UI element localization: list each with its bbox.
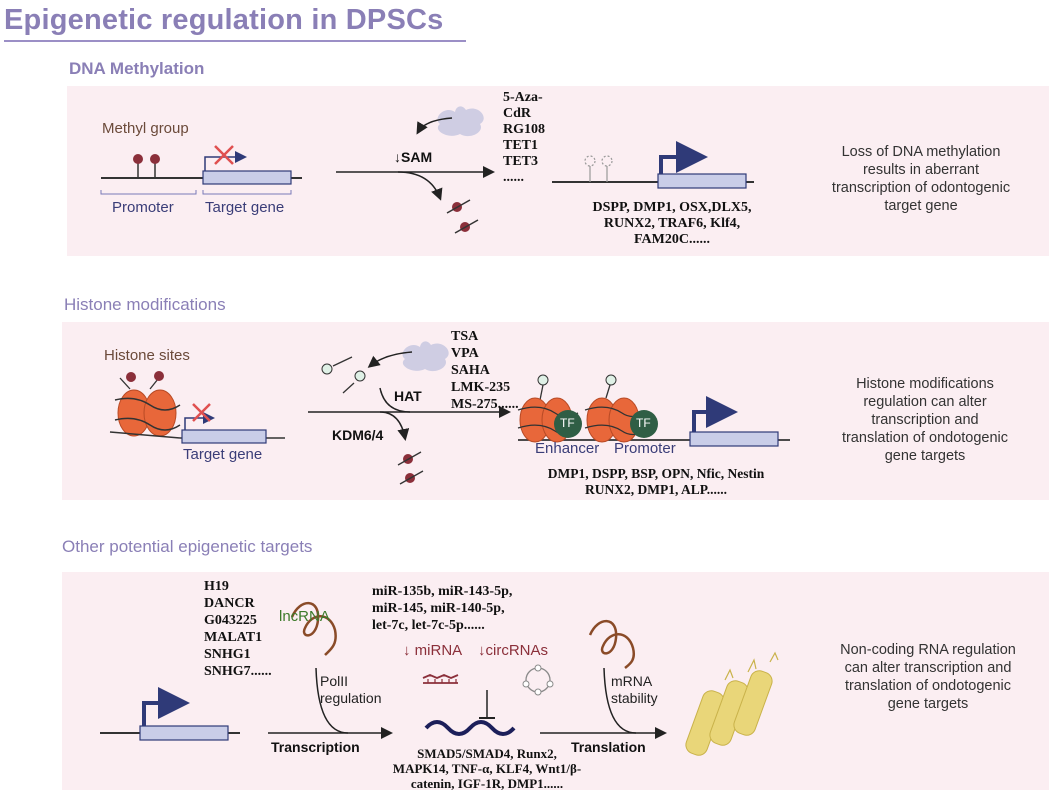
tf-circle (554, 410, 582, 438)
sam-label: ↓SAM (394, 149, 433, 165)
target-gene-box (202, 170, 292, 185)
sam-reaction (336, 106, 495, 234)
mirna-label: ↓ miRNA (403, 642, 463, 659)
histone-reaction (308, 341, 511, 485)
dna-methylation-heading: DNA Methylation (69, 59, 205, 78)
enhancer-label: Enhancer (535, 440, 600, 457)
block-x-icon (192, 403, 211, 422)
circrna-label: ↓circRNAs (478, 642, 548, 659)
mrna-stability-label: mRNA stability (611, 673, 658, 706)
circrna-icon (525, 667, 551, 693)
histone-drugs: TSA VPA SAHA LMK-235 MS-275...... (451, 329, 519, 412)
lncrna-label: lncRNA (279, 608, 330, 625)
demethylated-gene (552, 141, 754, 189)
translation-arrow (540, 619, 667, 739)
promoter-label: Promoter (112, 199, 174, 216)
mirna-block (422, 664, 554, 736)
polii-regulation-label: PolII regulation (320, 673, 382, 706)
mirna-list: miR-135b, miR-143-5p, miR-145, miR-140-5… (372, 584, 513, 633)
other-summary: Non-coding RNA regulation can alter tran… (840, 642, 1016, 712)
methylation-genes: DSPP, DMP1, OSX,DLX5, RUNX2, TRAF6, Klf4… (592, 200, 752, 247)
target-gene-label: Target gene (205, 199, 285, 216)
tf-circle (630, 410, 658, 438)
ncrna-targets: SMAD5/SMAD4, Runx2, MAPK14, TNF-α, KLF4,… (392, 746, 582, 791)
histone-heading: Histone modifications (64, 295, 226, 314)
transcription-arrow (268, 601, 393, 739)
methylation-drugs: 5-Aza- CdR RG108 TET1 TET3 ...... (503, 90, 545, 185)
other-targets-heading: Other potential epigenetic targets (62, 537, 313, 556)
mrna-squiggle (588, 619, 635, 669)
histone-active (517, 374, 790, 447)
hat-label: HAT (394, 388, 422, 404)
tf-enhancer-label: TF (560, 416, 575, 430)
lncrna-list: H19 DANCR G043225 MALAT1 SNHG1 SNHG7....… (204, 579, 272, 679)
histone-left (109, 371, 285, 444)
methylation-summary: Loss of DNA methylation results in aberr… (831, 144, 1011, 214)
histone-genes: DMP1, DSPP, BSP, OPN, Nfic, Nestin RUNX2… (547, 466, 765, 497)
methylated-gene-left (100, 145, 302, 195)
enzyme-icon (437, 106, 484, 137)
methyl-dot (150, 154, 160, 164)
histone-sites-label: Histone sites (104, 347, 190, 364)
title-underline (4, 40, 466, 42)
tf-promoter-label: TF (636, 416, 651, 430)
histone-target-gene-label: Target gene (183, 446, 263, 463)
page-title: Epigenetic regulation in DPSCs (4, 4, 444, 36)
translation-label: Translation (571, 739, 646, 755)
block-x-icon (214, 145, 234, 165)
promoter-label-histone: Promoter (614, 440, 676, 457)
enzyme-icon (402, 341, 449, 372)
cells-icon (685, 651, 779, 756)
methyl-dot (133, 154, 143, 164)
lncrna-squiggle (290, 601, 337, 656)
methyl-group-label: Methyl group (102, 120, 189, 137)
kdm-label: KDM6/4 (332, 427, 384, 443)
transcription-label: Transcription (271, 739, 360, 755)
mrna-wave (424, 720, 516, 736)
other-targets-panel (62, 572, 1049, 790)
histone-summary: Histone modifications regulation can alt… (841, 376, 1009, 464)
other-gene (100, 687, 240, 741)
